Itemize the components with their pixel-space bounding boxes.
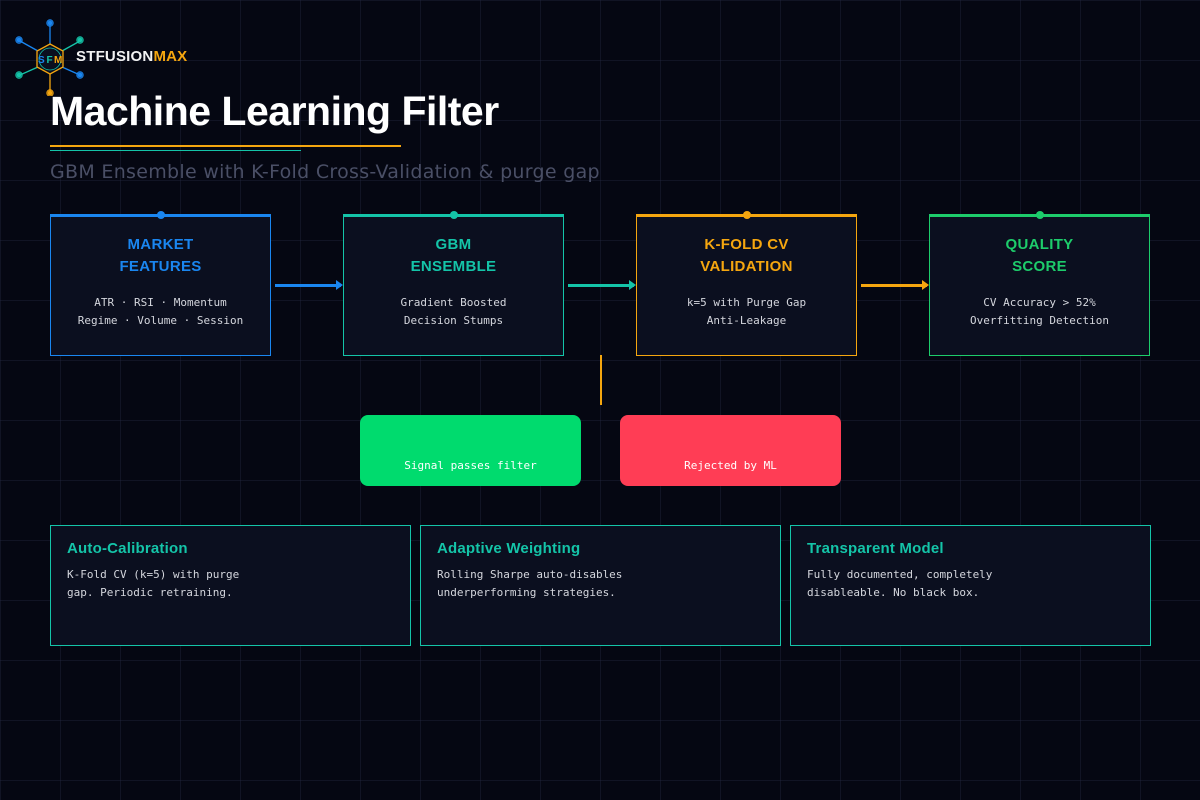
arrow-head-icon [336,280,343,290]
stage-description: CV Accuracy > 52% Overfitting Detection [930,294,1149,330]
stage-title-line: ENSEMBLE [410,258,497,275]
logo-letter-s: S [38,55,45,66]
connector-dot [1035,211,1044,219]
stage-desc-line: Overfitting Detection [969,314,1110,327]
stage-desc-line: Decision Stumps [403,314,504,327]
arrow-head-icon [629,280,636,290]
stage-desc-line: CV Accuracy > 52% [983,296,1096,309]
card-description: K-Fold CV (k=5) with purge gap. Periodic… [67,568,240,599]
flow-arrow [275,280,343,290]
feature-card-transparent-model: Transparent Model Fully documented, comp… [790,525,1151,646]
title-underline-orange [50,145,401,147]
stage-market-features: MARKET FEATURES ATR · RSI · Momentum Reg… [50,211,271,356]
brand-logo-icon: S F M [15,19,84,96]
card-title: Transparent Model [807,540,944,557]
stage-quality-score: QUALITY SCORE CV Accuracy > 52% Overfitt… [929,211,1150,356]
connector-dot [742,211,751,219]
brand-name-primary: STFUSION [76,48,154,65]
connector-dot [449,211,458,219]
stage-title-line: FEATURES [119,258,202,275]
logo-letter-f: F [47,55,53,66]
stage-title-line: GBM [435,236,472,253]
outcome-pass-badge: Signal passes filter [360,415,581,486]
stage-title-line: MARKET [127,236,194,253]
card-title: Auto-Calibration [67,540,188,557]
stage-desc-line: ATR · RSI · Momentum [94,296,227,309]
card-description: Rolling Sharpe auto-disables underperfor… [437,568,623,599]
stage-desc-line: Anti-Leakage [706,314,787,327]
stage-title: QUALITY SCORE [930,234,1149,278]
stage-title-line: SCORE [1012,258,1067,275]
brand-name: STFUSIONMAX [76,48,187,65]
stage-title-line: QUALITY [1005,236,1074,253]
connector-dot [156,211,165,219]
page-title: Machine Learning Filter [50,88,499,134]
stage-description: k=5 with Purge Gap Anti-Leakage [637,294,856,330]
page-subtitle: GBM Ensemble with K-Fold Cross-Validatio… [50,161,600,183]
stage-title: MARKET FEATURES [51,234,270,278]
stage-kfold-validation: K-FOLD CV VALIDATION k=5 with Purge Gap … [636,211,857,356]
card-title: Adaptive Weighting [437,540,581,557]
stage-title: GBM ENSEMBLE [344,234,563,278]
stage-description: ATR · RSI · Momentum Regime · Volume · S… [51,294,270,330]
flow-arrow [861,280,929,290]
stage-gbm-ensemble: GBM ENSEMBLE Gradient Boosted Decision S… [343,211,564,356]
branch-connector [600,355,602,405]
flow-arrow [568,280,636,290]
card-description: Fully documented, completely disableable… [807,568,993,599]
stage-title-line: K-FOLD CV [704,236,789,253]
logo-letter-m: M [54,55,62,66]
stage-title: K-FOLD CV VALIDATION [637,234,856,278]
stage-desc-line: k=5 with Purge Gap [686,296,807,309]
feature-card-adaptive-weighting: Adaptive Weighting Rolling Sharpe auto-d… [420,525,781,646]
feature-card-auto-calibration: Auto-Calibration K-Fold CV (k=5) with pu… [50,525,411,646]
brand-name-accent: MAX [153,48,188,65]
title-underline-teal [50,150,301,151]
stage-desc-line: Gradient Boosted [400,296,507,309]
stage-title-line: VALIDATION [700,258,793,275]
stage-desc-line: Regime · Volume · Session [77,314,244,327]
outcome-reject-badge: Rejected by ML [620,415,841,486]
stage-description: Gradient Boosted Decision Stumps [344,294,563,330]
arrow-head-icon [922,280,929,290]
